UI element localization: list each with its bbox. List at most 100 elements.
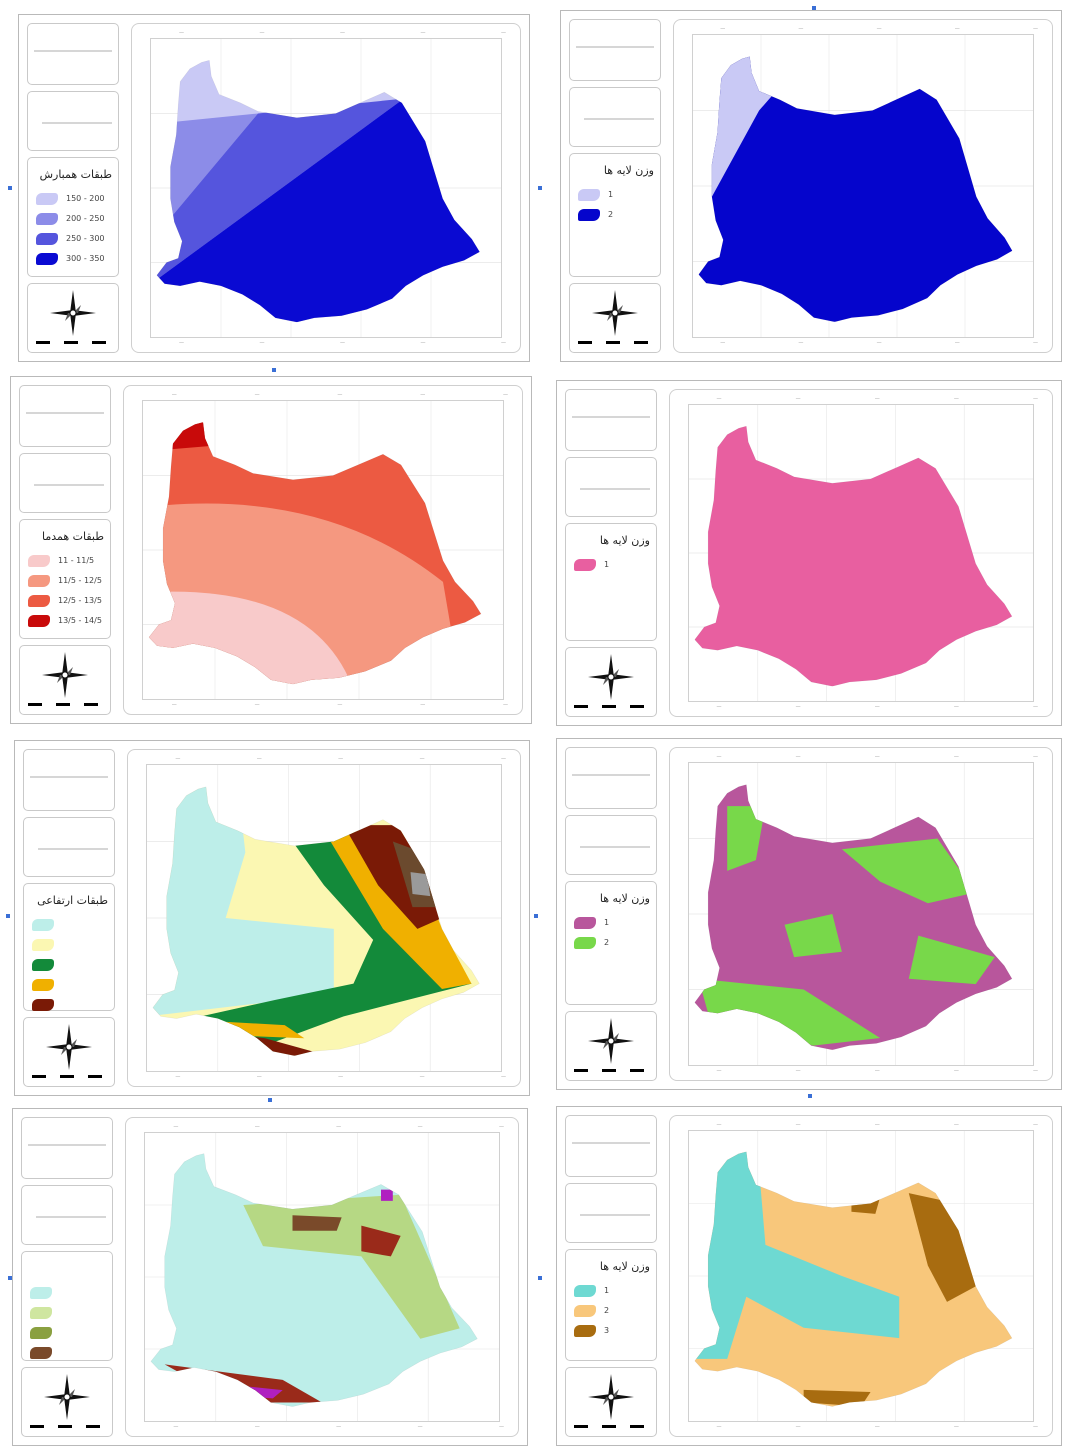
grid-tick: — (953, 1068, 959, 1074)
legend-swatch (36, 193, 58, 205)
region-map (147, 765, 501, 1071)
legend-item: 2 (574, 1304, 652, 1320)
region-map (145, 1133, 499, 1421)
legend-swatch (32, 999, 54, 1011)
legend-label: 1 (604, 918, 610, 927)
map-side-column: طبقات ارتفاعی (23, 749, 115, 1087)
map-canvas[interactable]: —————————— (688, 754, 1038, 1074)
map-zone-4 (156, 98, 480, 323)
grid-tick: — (254, 1124, 260, 1130)
grid-tick: — (171, 392, 177, 398)
map-frame: —————————— (673, 19, 1053, 353)
selection-handle[interactable] (6, 914, 10, 918)
region-map (689, 763, 1033, 1065)
map-canvas[interactable]: —————————— (688, 1122, 1038, 1430)
grid-tick: — (1033, 340, 1038, 346)
map-canvas[interactable]: —————————— (142, 392, 508, 708)
legend-item: 2 (578, 208, 656, 224)
grid-tick: — (420, 702, 426, 708)
grid-tick: — (337, 702, 343, 708)
grid-tick: — (795, 1068, 801, 1074)
grid-tick: — (953, 1122, 959, 1128)
selection-handle[interactable] (8, 1276, 12, 1280)
map-canvas[interactable]: —————————— (688, 396, 1038, 710)
selection-handle[interactable] (538, 1276, 542, 1280)
selection-handle[interactable] (808, 1094, 812, 1098)
grid-tick: — (336, 1124, 342, 1130)
north-arrow-icon (42, 652, 88, 698)
grid-tick: — (420, 392, 426, 398)
north-arrow-box (565, 647, 657, 717)
grid-tick: — (1033, 1424, 1038, 1430)
illegible-title-line (572, 774, 650, 776)
illegible-title-line (28, 1144, 106, 1146)
north-arrow-icon (46, 1024, 92, 1070)
legend-label: 13/5 - 14/5 (58, 616, 102, 625)
north-arrow-box (565, 1011, 657, 1081)
region-map (151, 39, 501, 337)
map-title-box (565, 389, 657, 451)
map-frame: —————————— (127, 749, 521, 1087)
map-source-box (565, 457, 657, 517)
map-frame: —————————— (669, 747, 1053, 1081)
map-canvas[interactable]: —————————— (146, 756, 506, 1080)
map-zone-2c (698, 978, 881, 1046)
grid-tick: — (953, 396, 959, 402)
legend-swatch (574, 937, 596, 949)
legend-swatch (574, 559, 596, 571)
grid-tick: — (795, 754, 801, 760)
map-frame: —————————— (125, 1117, 519, 1437)
legend-title: وزن لایه ها (603, 164, 654, 177)
legend-item (30, 1326, 108, 1342)
map-canvas[interactable]: —————————— (692, 26, 1038, 346)
legend-swatch (28, 595, 50, 607)
scale-bar (36, 341, 106, 344)
region-outline (156, 59, 480, 323)
region-outline (148, 421, 482, 685)
legend-label: 250 - 300 (66, 234, 105, 243)
grid-tick: — (874, 1068, 880, 1074)
map-zone-1 (694, 1151, 900, 1359)
grid-tick: — (1033, 26, 1038, 32)
selection-handle[interactable] (534, 914, 538, 918)
map-canvas[interactable]: —————————— (150, 30, 506, 346)
selection-handle[interactable] (812, 6, 816, 10)
legend-swatch (30, 1287, 52, 1299)
grid-tick: — (338, 756, 344, 762)
map-title-box (569, 19, 661, 81)
grid-tick: — (876, 340, 882, 346)
legend-item (32, 958, 110, 974)
grid-tick: — (720, 26, 726, 32)
grid-tick: — (1033, 704, 1038, 710)
grid-tick: — (953, 704, 959, 710)
selection-handle[interactable] (8, 186, 12, 190)
selection-handle[interactable] (538, 186, 542, 190)
grid-tick: — (501, 30, 506, 36)
map-source-box (565, 1183, 657, 1243)
selection-handle[interactable] (268, 1098, 272, 1102)
map-zone-4 (163, 422, 213, 450)
scale-bar (574, 705, 644, 708)
north-arrow-icon (588, 654, 634, 700)
grid-tick: — (798, 340, 804, 346)
map-canvas[interactable]: —————————— (144, 1124, 504, 1430)
legend-item: 3 (574, 1324, 652, 1340)
map-title-box (19, 385, 111, 447)
north-arrow-box (569, 283, 661, 353)
map-title-box (23, 749, 115, 811)
grid-tick: — (798, 26, 804, 32)
selection-handle[interactable] (272, 368, 276, 372)
map-panel-elevation: طبقات ارتفاعی —————————— (14, 740, 530, 1096)
legend-item: 300 - 350 (36, 252, 114, 268)
north-arrow-box (19, 645, 111, 715)
map-frame: —————————— (131, 23, 521, 353)
legend-swatch (32, 919, 54, 931)
grid-tick: — (954, 26, 960, 32)
